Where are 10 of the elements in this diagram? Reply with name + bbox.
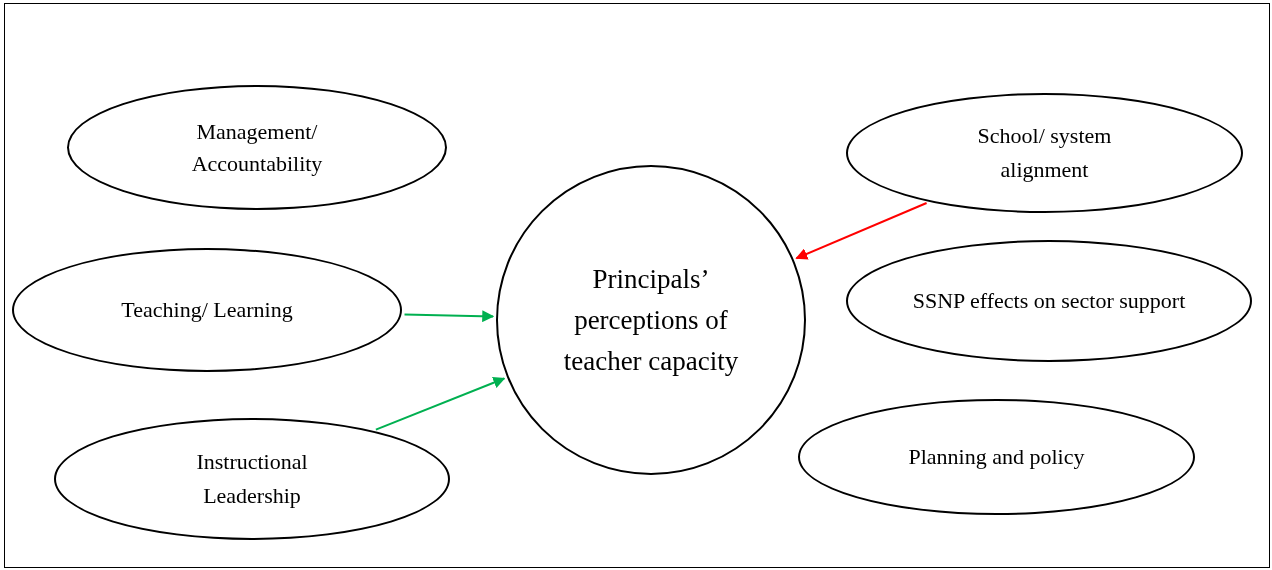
- node-label: SSNP effects on sector support: [911, 287, 1187, 315]
- arrow: [374, 376, 506, 431]
- arrow: [795, 202, 928, 260]
- node-label: Principals’ perceptions of teacher capacity: [562, 262, 740, 378]
- node-label: Teaching/ Learning: [120, 296, 294, 324]
- node-label: Planning and policy: [907, 443, 1086, 471]
- node-label: School/ system alignment: [976, 122, 1113, 184]
- node-label: Instructional Leadership: [195, 448, 309, 510]
- node-label: Management/ Accountability: [190, 117, 324, 178]
- arrow: [403, 310, 495, 323]
